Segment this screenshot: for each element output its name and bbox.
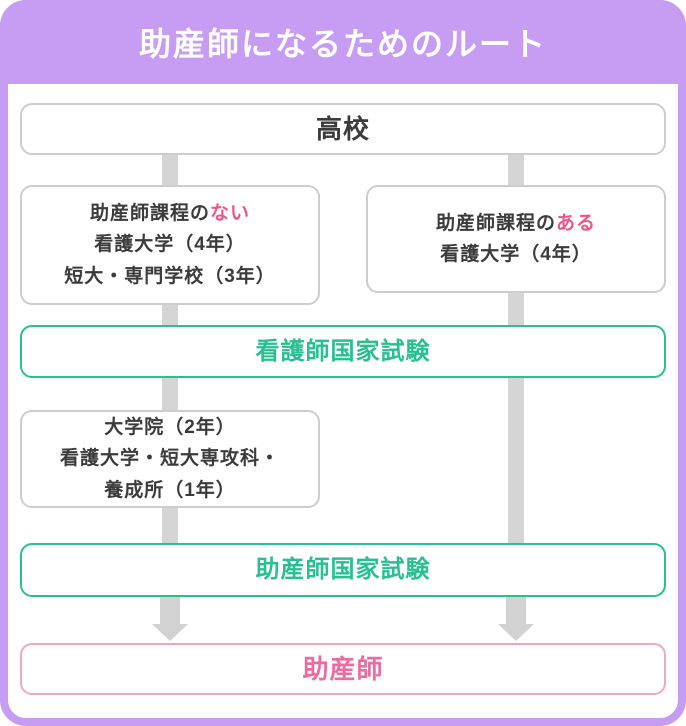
arrow-right-shaft	[506, 597, 526, 625]
node-right1-line1: 助産師課程のある	[436, 208, 596, 239]
node-left1-line1-accent: ない	[210, 202, 251, 224]
node-nurse-national-exam: 看護師国家試験	[20, 325, 666, 378]
node-result-label: 助産師	[302, 653, 384, 684]
node-left2-line1: 大学院（2年）	[104, 416, 236, 438]
node-highschool: 高校	[20, 103, 666, 155]
arrow-left-shaft	[160, 597, 180, 625]
node-midwife-result: 助産師	[20, 643, 666, 695]
node-nurse-exam-label: 看護師国家試験	[255, 337, 431, 365]
node-left1-line2: 看護大学（4年）	[94, 234, 246, 256]
title-bar: 助産師になるためのルート	[0, 0, 686, 84]
node-right1-line2: 看護大学（4年）	[440, 244, 592, 265]
node-left2-line2: 看護大学・短大専攻科・	[59, 448, 280, 470]
node-left1-line1-prefix: 助産師課程の	[89, 202, 210, 224]
node-university-without-midwifery-course: 助産師課程のない 看護大学（4年） 短大・専門学校（3年）	[20, 185, 320, 305]
node-left1-line1: 助産師課程のない	[90, 198, 250, 229]
node-university-with-midwifery-course: 助産師課程のある 看護大学（4年）	[366, 185, 666, 293]
node-left1-line3: 短大・専門学校（3年）	[64, 265, 276, 287]
node-right1-line1-accent: ある	[556, 212, 597, 234]
node-midwife-national-exam: 助産師国家試験	[20, 543, 666, 597]
arrow-left-down-icon	[152, 624, 188, 641]
page-title: 助産師になるためのルート	[138, 26, 547, 62]
node-left2-line3: 養成所（1年）	[104, 479, 236, 501]
node-highschool-label: 高校	[315, 113, 370, 144]
node-graduate-school-training: 大学院（2年） 看護大学・短大専攻科・ 養成所（1年）	[20, 410, 320, 508]
node-right1-line1-prefix: 助産師課程の	[435, 212, 556, 234]
node-midwife-exam-label: 助産師国家試験	[255, 556, 431, 584]
arrow-right-down-icon	[498, 624, 534, 641]
